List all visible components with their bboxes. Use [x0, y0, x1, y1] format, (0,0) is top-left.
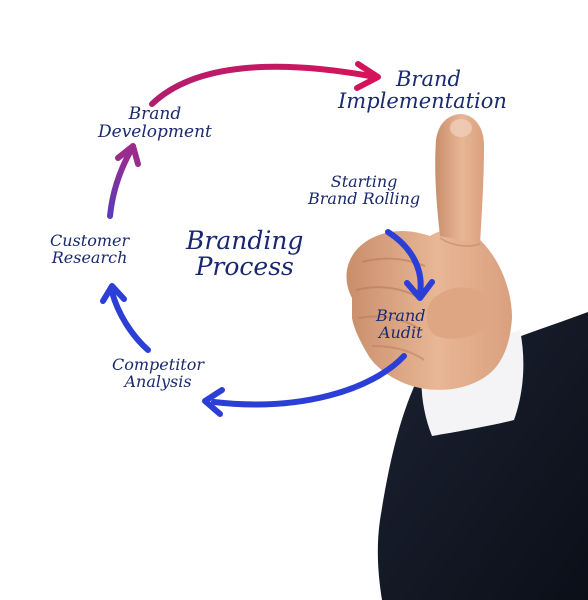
- arrow-research-to-development: [107, 143, 141, 219]
- step-label-line: Brand Rolling: [308, 188, 421, 208]
- step-label-line: Competitor: [112, 355, 205, 374]
- arrow-competitor-to-research: [100, 283, 151, 353]
- step-starting-brand-rolling: Starting Brand Rolling: [308, 172, 421, 208]
- fingernail: [450, 119, 472, 137]
- step-label-line: Customer: [50, 231, 130, 250]
- diagram-title: Branding Process: [186, 226, 304, 282]
- step-competitor-analysis: Competitor Analysis: [112, 355, 205, 391]
- step-label-line: Development: [98, 121, 212, 142]
- title-line: Process: [195, 252, 294, 282]
- title-line: Branding: [186, 226, 304, 255]
- arrow-audit-to-competitor: [202, 353, 407, 417]
- step-label-line: Brand: [395, 67, 461, 91]
- step-label-line: Analysis: [124, 371, 192, 391]
- thumb: [426, 287, 491, 339]
- hand-pointing-illustration: [346, 114, 588, 600]
- arrow-rolling-to-audit: [385, 229, 435, 301]
- index-finger: [435, 114, 484, 244]
- step-label-line: Starting: [330, 172, 398, 191]
- step-customer-research: Customer Research: [50, 231, 130, 267]
- step-brand-development: Brand Development: [98, 104, 212, 142]
- step-label-line: Implementation: [338, 89, 507, 114]
- step-label-line: Research: [51, 247, 128, 267]
- step-label-line: Brand: [376, 306, 426, 325]
- step-label-line: Audit: [378, 322, 423, 342]
- step-label-line: Brand: [128, 104, 182, 124]
- step-brand-implementation: Brand Implementation: [338, 68, 507, 112]
- arrow-development-to-implementation: [149, 61, 381, 107]
- step-brand-audit: Brand Audit: [376, 306, 426, 342]
